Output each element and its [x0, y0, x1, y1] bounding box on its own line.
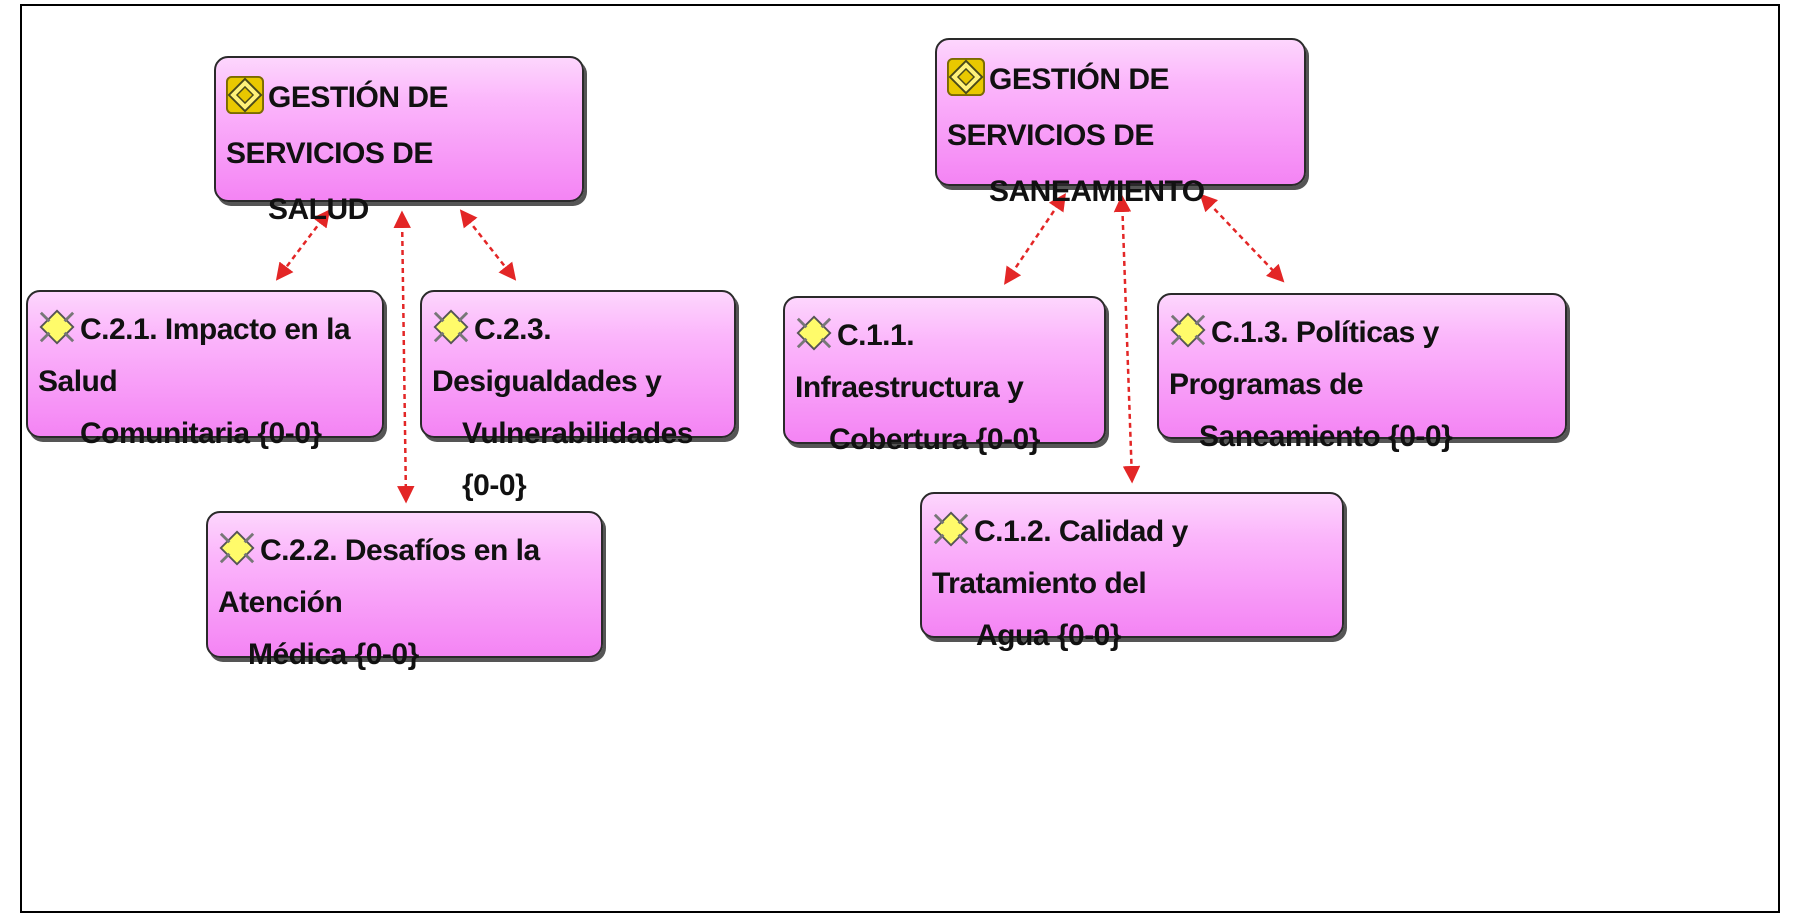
- code-icon: [432, 308, 470, 346]
- node-c-1-1[interactable]: C.1.1. Infraestructura y Cobertura {0-0}: [783, 296, 1106, 456]
- node-c-2-3[interactable]: C.2.3. Desigualdades y Vulnerabilidades …: [420, 290, 736, 502]
- node-title: C.1.1. Infraestructura y: [795, 310, 1090, 414]
- node-title: C.2.1. Impacto en la Salud: [38, 304, 368, 408]
- node-line2: SALUD: [268, 193, 369, 226]
- node-line2: Comunitaria {0-0}: [80, 417, 322, 450]
- node-line1: GESTIÓN DE SERVICIOS DE: [226, 81, 449, 170]
- node-line2: Vulnerabilidades {0-0}: [462, 417, 693, 502]
- node-line2: Agua {0-0}: [976, 619, 1122, 652]
- node-line2: SANEAMIENTO: [989, 175, 1205, 208]
- node-title: C.1.3. Políticas y Programas de: [1169, 307, 1551, 411]
- category-icon: [947, 58, 985, 96]
- node-c-2-2[interactable]: C.2.2. Desafíos en la Atención Médica {0…: [206, 511, 603, 671]
- node-c-1-2[interactable]: C.1.2. Calidad y Tratamiento del Agua {0…: [920, 492, 1344, 652]
- code-icon: [218, 529, 256, 567]
- code-icon: [932, 510, 970, 548]
- node-c-2-1[interactable]: C.2.1. Impacto en la Salud Comunitaria {…: [26, 290, 384, 450]
- node-title: C.1.2. Calidad y Tratamiento del: [932, 506, 1328, 610]
- node-title: GESTIÓN DE SERVICIOS DE: [226, 70, 568, 182]
- node-title: GESTIÓN DE SERVICIOS DE: [947, 52, 1290, 164]
- code-icon: [1169, 311, 1207, 349]
- category-icon: [226, 76, 264, 114]
- node-gestion-salud[interactable]: GESTIÓN DE SERVICIOS DE SALUD: [214, 56, 584, 226]
- node-line1: C.1.2. Calidad y Tratamiento del: [932, 515, 1188, 600]
- code-icon: [38, 308, 76, 346]
- node-line1: C.1.1. Infraestructura y: [795, 319, 1024, 404]
- node-title: C.2.3. Desigualdades y: [432, 304, 720, 408]
- code-icon: [795, 314, 833, 352]
- node-line1: GESTIÓN DE SERVICIOS DE: [947, 63, 1170, 152]
- node-line1: C.2.3. Desigualdades y: [432, 313, 662, 398]
- node-line2: Médica {0-0}: [248, 638, 419, 671]
- node-c-1-3[interactable]: C.1.3. Políticas y Programas de Saneamie…: [1157, 293, 1567, 453]
- node-title: C.2.2. Desafíos en la Atención: [218, 525, 587, 629]
- node-line1: C.1.3. Políticas y Programas de: [1169, 316, 1439, 401]
- node-line2: Cobertura {0-0}: [829, 423, 1040, 456]
- node-line1: C.2.2. Desafíos en la Atención: [218, 534, 540, 619]
- node-gestion-saneamiento[interactable]: GESTIÓN DE SERVICIOS DE SANEAMIENTO: [935, 38, 1306, 208]
- node-line2: Saneamiento {0-0}: [1199, 420, 1453, 453]
- node-line1: C.2.1. Impacto en la Salud: [38, 313, 351, 398]
